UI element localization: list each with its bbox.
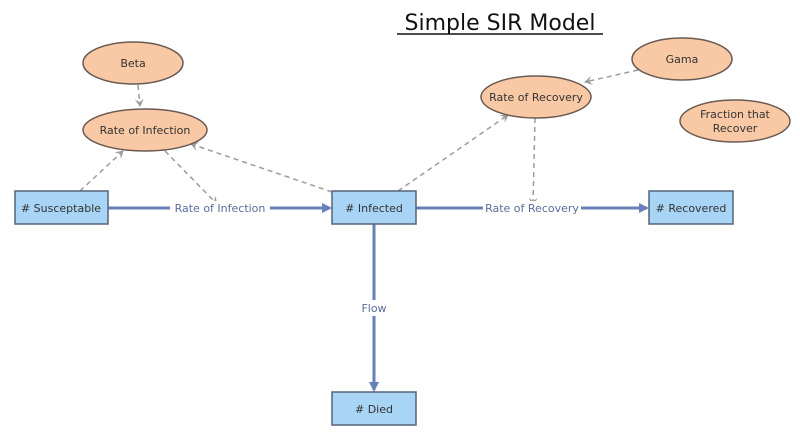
flow-label-bg — [170, 201, 270, 215]
flow-recovery-label: Rate of Recovery — [485, 202, 579, 215]
link-rate-of-recovery-to-flow — [528, 117, 538, 206]
stock-susceptable-label: # Susceptable — [21, 202, 101, 215]
flow-label-bg — [483, 201, 581, 215]
link-infected-to-rate-of-infection — [190, 141, 333, 193]
stock-died[interactable]: # Died — [331, 391, 417, 426]
variable-rate-of-recovery-label: Rate of Recovery — [489, 91, 583, 104]
flow-infection-label: Rate of Infection — [175, 202, 266, 215]
variable-rate-of-infection[interactable]: Rate of Infection — [82, 108, 208, 152]
diagram-title: Simple SIR Model — [405, 11, 596, 36]
flow-death-label: Flow — [361, 302, 386, 315]
variable-fraction-label-line1: Fraction that — [700, 108, 770, 121]
variable-rate-of-infection-label: Rate of Infection — [100, 124, 191, 137]
link-rate-of-infection-to-flow — [164, 150, 218, 205]
variable-fraction-that-recover[interactable]: Fraction that Recover — [679, 99, 791, 143]
link-beta-to-rate-of-infection — [134, 84, 144, 107]
variable-gama-label: Gama — [666, 53, 699, 66]
link-infected-to-rate-of-recovery — [397, 114, 509, 192]
link-susceptable-to-rate-of-infection — [79, 150, 124, 192]
stock-susceptable[interactable]: # Susceptable — [14, 190, 109, 225]
variable-beta[interactable]: Beta — [82, 41, 184, 85]
stock-infected[interactable]: # Infected — [331, 190, 417, 225]
variable-fraction-label-line2: Recover — [713, 122, 758, 135]
flow-label-bg — [358, 300, 390, 316]
stock-died-label: # Died — [355, 403, 393, 416]
stock-recovered[interactable]: # Recovered — [648, 190, 734, 225]
variable-rate-of-recovery[interactable]: Rate of Recovery — [480, 75, 592, 119]
link-gama-to-rate-of-recovery — [584, 69, 639, 85]
stock-recovered-label: # Recovered — [656, 202, 727, 215]
stock-infected-label: # Infected — [345, 202, 403, 215]
variable-beta-label: Beta — [120, 57, 145, 70]
variable-gama[interactable]: Gama — [631, 37, 733, 81]
